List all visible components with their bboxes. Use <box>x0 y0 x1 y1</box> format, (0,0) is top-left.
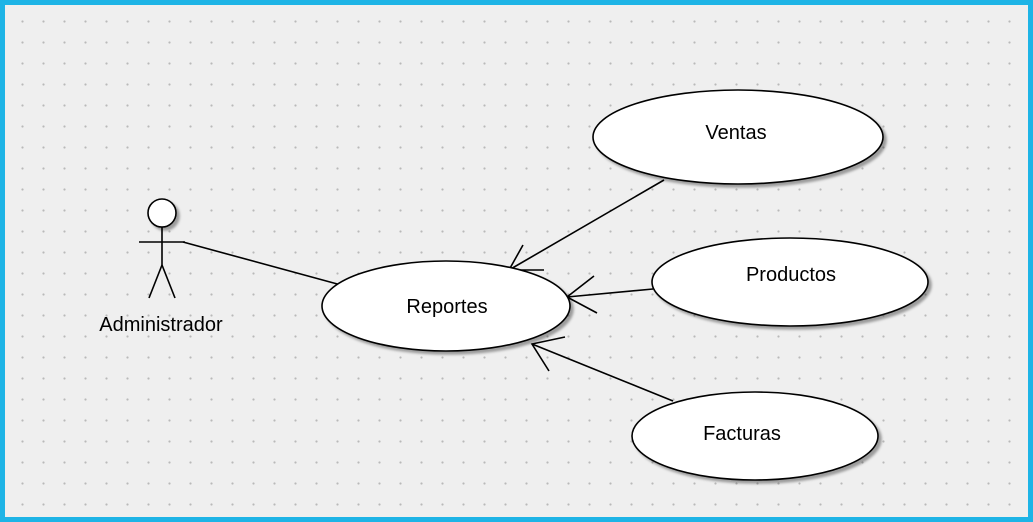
use-case-label: Productos <box>746 264 836 286</box>
use-case-reportes[interactable]: Reportes <box>321 260 571 352</box>
use-case-facturas[interactable]: Facturas <box>631 391 879 481</box>
relations <box>182 179 674 402</box>
use-case-ellipse <box>321 260 571 352</box>
actor-label: Administrador <box>99 314 223 336</box>
association-admin-reportes <box>182 241 342 286</box>
use-case-label: Ventas <box>705 122 766 144</box>
use-case-ellipse <box>651 237 929 327</box>
relation-ventas-reportes <box>508 179 665 271</box>
use-case-label: Reportes <box>406 296 487 318</box>
arrowhead-facturas <box>530 336 566 372</box>
actor-administrador[interactable]: Administrador <box>99 198 223 336</box>
use-case-ventas[interactable]: Ventas <box>592 89 884 185</box>
use-case-label: Facturas <box>703 423 781 445</box>
stick-figure-icon <box>139 198 185 299</box>
relation-facturas-reportes <box>531 343 674 402</box>
use-case-ellipse <box>631 391 879 481</box>
use-case-productos[interactable]: Productos <box>651 237 929 327</box>
relation-productos-reportes <box>566 288 654 298</box>
use-case-ellipse <box>592 89 884 185</box>
